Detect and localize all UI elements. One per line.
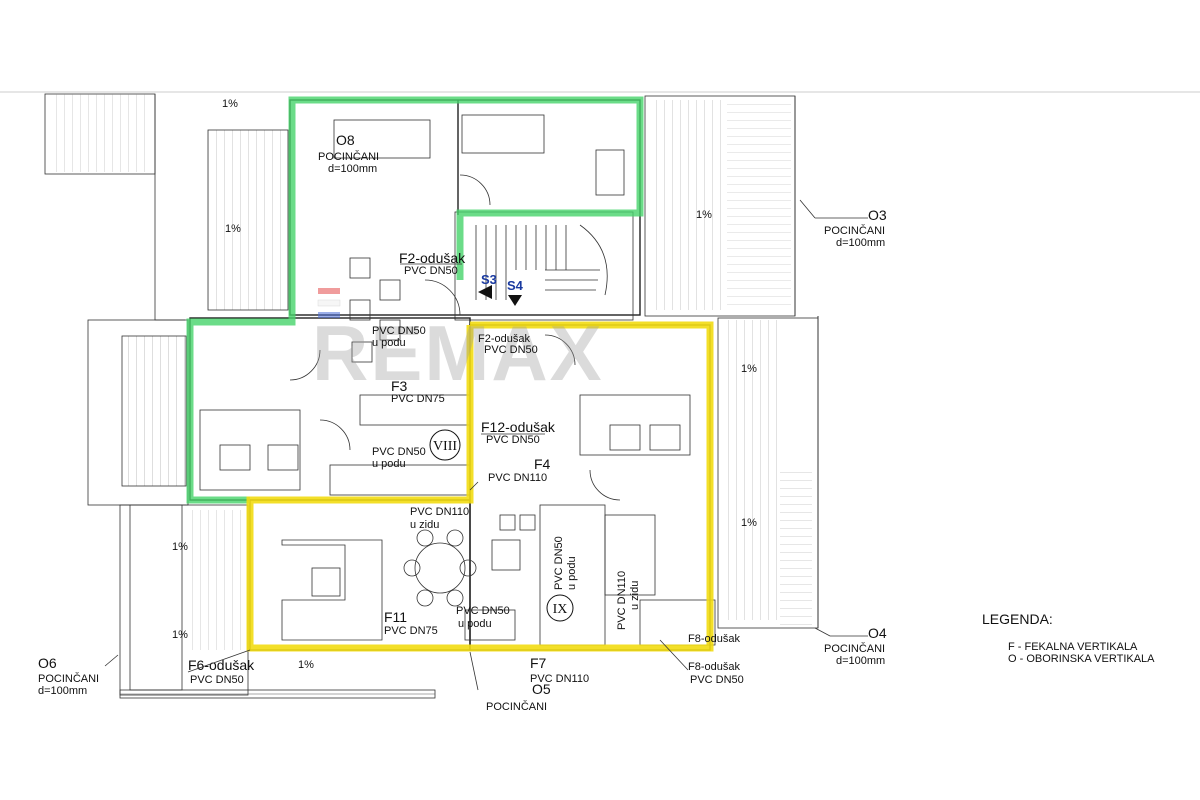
s3-label: S3 — [481, 272, 497, 287]
f12-pipe: PVC DN50 — [486, 434, 540, 446]
o4-code: O4 — [868, 625, 887, 641]
f7-pipe: PVC DN110 — [530, 673, 589, 685]
slope-labels: 1% 1% 1% 1% 1% 1% 1% 1% — [172, 98, 757, 671]
f6-label: F6-odušak — [188, 657, 255, 673]
pvc-dn50-label: PVC DN50 — [372, 325, 426, 337]
f2b-pipe: PVC DN50 — [484, 344, 538, 356]
pvc-dn110-vertical-label: PVC DN110 — [616, 571, 628, 630]
watermark-logo-icon — [317, 288, 341, 318]
o5-material: POCINČANI — [486, 700, 547, 713]
u-podu-c-label: u podu — [458, 618, 492, 630]
o3-diameter: d=100mm — [836, 237, 885, 249]
u-zidu-label: u zidu — [410, 519, 439, 531]
pvc-dn50-vertical-label: PVC DN50 — [553, 536, 565, 590]
f11-pipe: PVC DN75 — [384, 625, 438, 637]
u-zidu-vertical-label: u zidu — [629, 581, 641, 610]
f7-label: F7 — [530, 655, 547, 671]
annotations: O8 POCINČANI d=100mm O3 POCINČANI d=100m… — [38, 132, 887, 713]
s4-arrow-icon — [508, 295, 522, 306]
f3-label: F3 — [391, 378, 408, 394]
o8-code: O8 — [336, 132, 355, 148]
slope-label: 1% — [741, 517, 757, 529]
s4-label: S4 — [507, 278, 524, 293]
slope-label: 1% — [172, 541, 188, 553]
o8-diameter: d=100mm — [328, 163, 377, 175]
pvc-dn50-b-label: PVC DN50 — [372, 446, 426, 458]
o6-diameter: d=100mm — [38, 685, 87, 697]
staircase — [475, 224, 608, 300]
u-podu-b-label: u podu — [372, 458, 406, 470]
slope-label: 1% — [172, 629, 188, 641]
o5-code: O5 — [532, 681, 551, 697]
f2b-label: F2-odušak — [478, 333, 530, 345]
f12-label: F12-odušak — [481, 419, 556, 435]
f8-pipe: PVC DN50 — [690, 674, 744, 686]
left-terrace — [44, 93, 436, 699]
f4-pipe: PVC DN110 — [488, 472, 547, 484]
right-terrace — [639, 95, 819, 646]
u-podu-vertical-label: u podu — [566, 556, 578, 590]
f11-label: F11 — [384, 609, 407, 625]
slope-label: 1% — [741, 363, 757, 375]
o3-code: O3 — [868, 207, 887, 223]
viii-marker-icon — [429, 429, 461, 461]
pvc-dn110-zid-label: PVC DN110 — [410, 506, 469, 518]
pvc-dn50-c-label: PVC DN50 — [456, 605, 510, 617]
f6-pipe: PVC DN50 — [190, 674, 244, 686]
yellow-zone-outline — [246, 321, 714, 652]
o6-code: O6 — [38, 655, 57, 671]
f2-label: F2-odušak — [399, 250, 466, 266]
u-podu-label: u podu — [372, 337, 406, 349]
s3-arrow-icon — [478, 285, 492, 299]
ix-marker-icon — [546, 594, 574, 622]
o4-diameter: d=100mm — [836, 655, 885, 667]
slope-label: 1% — [222, 98, 238, 110]
slope-label: 1% — [298, 659, 314, 671]
legend-item-oborinska: O - OBORINSKA VERTIKALA — [1008, 653, 1155, 665]
ix-label: IX — [553, 602, 568, 617]
f3-pipe: PVC DN75 — [391, 393, 445, 405]
o6-material: POCINČANI — [38, 672, 99, 685]
legend: LEGENDA: F - FEKALNA VERTIKALA O - OBORI… — [982, 611, 1155, 665]
legend-item-fekalna: F - FEKALNA VERTIKALA — [1008, 641, 1138, 653]
o3-material: POCINČANI — [824, 224, 885, 237]
f8a-label: F8-odušak — [688, 633, 740, 645]
green-zone-outline — [186, 96, 644, 504]
slope-label: 1% — [696, 209, 712, 221]
f4-label: F4 — [534, 456, 551, 472]
legend-title: LEGENDA: — [982, 611, 1053, 627]
o8-material: POCINČANI — [318, 150, 379, 163]
watermark-text: REMAX — [312, 309, 604, 397]
o4-material: POCINČANI — [824, 642, 885, 655]
viii-label: VIII — [433, 439, 457, 454]
f2-pipe: PVC DN50 — [404, 265, 458, 277]
f8b-label: F8-odušak — [688, 661, 740, 673]
slope-label: 1% — [225, 223, 241, 235]
